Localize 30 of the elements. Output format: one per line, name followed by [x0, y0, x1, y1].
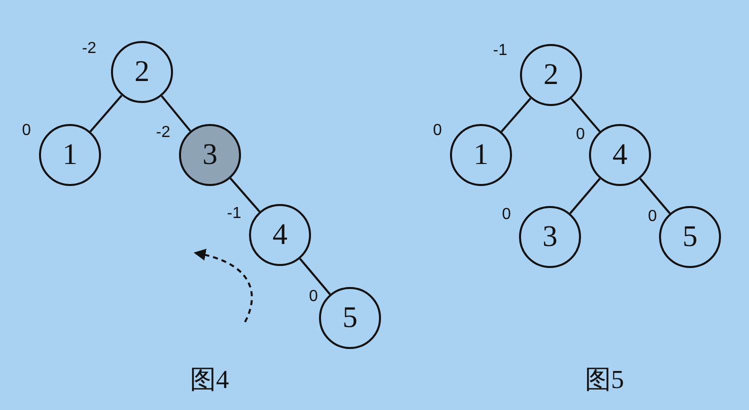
- tree-edge: [90, 94, 122, 132]
- balance-factor: 0: [22, 122, 31, 140]
- balance-factor: 0: [648, 208, 657, 226]
- balance-factor: -1: [493, 42, 508, 60]
- tree-edge: [570, 98, 601, 132]
- tree-edge: [500, 98, 532, 132]
- tree-edge: [299, 258, 331, 295]
- figure-caption: 图4: [190, 364, 229, 396]
- tree-node: 4: [249, 204, 311, 266]
- figure-caption: 图5: [585, 364, 624, 396]
- balance-factor: -2: [156, 124, 170, 142]
- tree-node: 2: [520, 44, 582, 106]
- tree-edge: [639, 178, 671, 214]
- tree-node: 3: [519, 206, 581, 268]
- tree-node: 5: [659, 206, 721, 268]
- tree-node: 3: [179, 124, 241, 186]
- tree-node: 4: [589, 124, 651, 186]
- tree-node: 5: [319, 287, 381, 349]
- balance-factor: 0: [309, 288, 318, 306]
- tree-edge: [160, 95, 192, 132]
- tree-node: 1: [450, 124, 512, 186]
- balance-factor: 0: [576, 126, 585, 144]
- balance-factor: -1: [227, 205, 242, 223]
- balance-factor: 0: [502, 206, 511, 224]
- tree-edge: [569, 178, 601, 214]
- tree-edge: [230, 178, 260, 212]
- balance-factor: 0: [433, 122, 442, 140]
- tree-node: 1: [39, 124, 101, 186]
- balance-factor: -2: [82, 40, 96, 58]
- tree-node: 2: [111, 41, 173, 103]
